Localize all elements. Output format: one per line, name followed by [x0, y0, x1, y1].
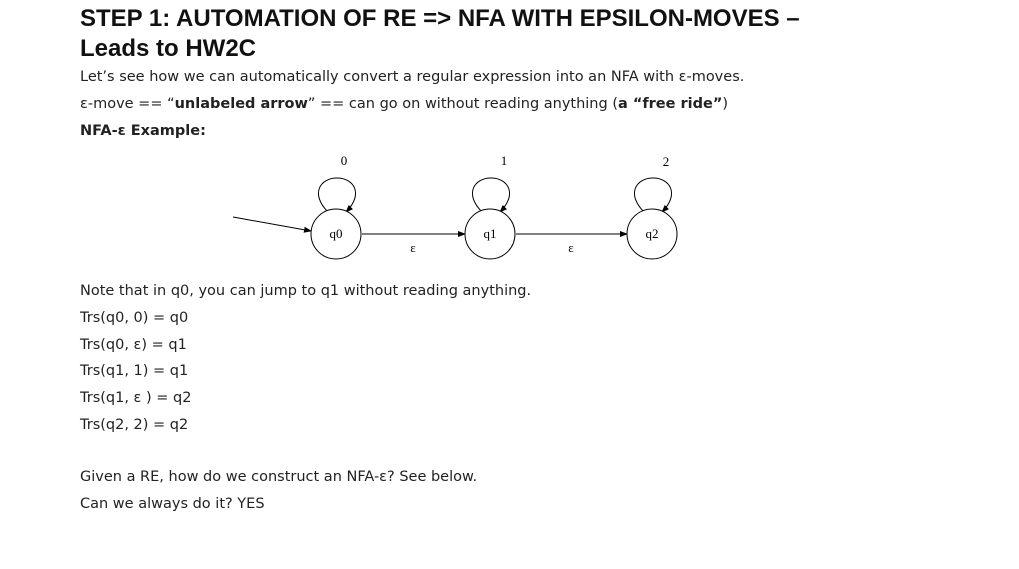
definition-bold-unlabeled-arrow: unlabeled arrow: [174, 96, 308, 112]
example-label: NFA-ε Example:: [80, 123, 206, 139]
note-text: Note that in q0, you can jump to q1 with…: [80, 283, 532, 299]
state-q0: [310, 208, 362, 260]
loop-label-q2: 2: [663, 154, 670, 169]
transition-line: Trs(q0, ε) = q1: [80, 337, 187, 353]
transition-line: Trs(q0, 0) = q0: [80, 310, 189, 326]
loop-label-q0: 0: [341, 153, 348, 168]
question-construct: Given a RE, how do we construct an NFA-ε…: [80, 469, 478, 485]
loop-q0: [317, 177, 357, 213]
edge-label-q1-q2: ε: [568, 240, 574, 255]
page-title: STEP 1: AUTOMATION OF RE => NFA WITH EPS…: [80, 4, 980, 64]
title-line-2: Leads to HW2C: [80, 35, 257, 62]
loop-q1: [471, 177, 511, 213]
state-label-q0: q0: [330, 226, 343, 241]
state-q1: [464, 208, 516, 260]
state-label-q2: q2: [646, 226, 659, 241]
definition-bold-free-ride: a “free ride”: [617, 96, 723, 112]
start-arrow: [232, 216, 312, 233]
transition-line: Trs(q1, ε ) = q2: [80, 390, 192, 406]
state-q2: [626, 208, 678, 260]
state-label-q1: q1: [484, 226, 497, 241]
definition-middle: ” == can go on without reading anything …: [307, 96, 618, 112]
loop-q2: [633, 177, 673, 213]
question-always: Can we always do it? YES: [80, 496, 265, 512]
definition-line: ε-move == “unlabeled arrow” == can go on…: [80, 96, 728, 112]
edge-label-q0-q1: ε: [410, 240, 416, 255]
definition-suffix: ): [722, 96, 729, 112]
transition-line: Trs(q1, 1) = q1: [80, 363, 189, 379]
title-line-1: STEP 1: AUTOMATION OF RE => NFA WITH EPS…: [80, 5, 800, 32]
intro-text: Let’s see how we can automatically conve…: [80, 69, 745, 85]
definition-prefix: ε-move == “: [80, 96, 175, 112]
loop-label-q1: 1: [501, 153, 508, 168]
transition-line: Trs(q2, 2) = q2: [80, 417, 189, 433]
